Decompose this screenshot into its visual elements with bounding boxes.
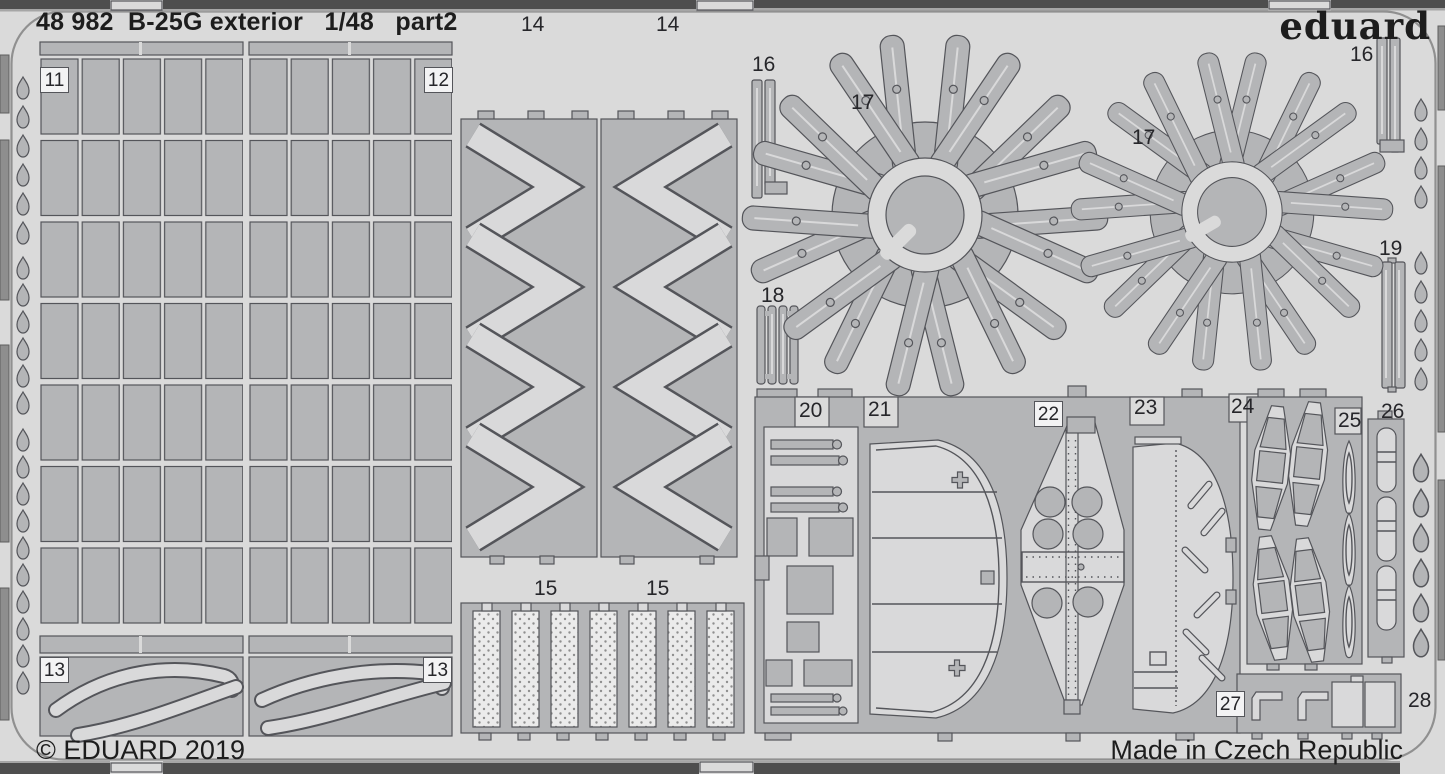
part-label-15-6: 15 <box>534 577 558 600</box>
part-17-harness-right <box>1067 47 1397 372</box>
part-label-19-13: 19 <box>1379 237 1403 260</box>
left-edge-strip <box>0 54 10 721</box>
bottom-edge-bar <box>0 761 1400 774</box>
sheet-title: 48 982 B-25G exterior 1/48 part2 <box>36 8 458 36</box>
part-label-14-5: 14 <box>656 13 680 36</box>
part-14-columns <box>460 110 738 565</box>
part-13-right <box>248 656 453 737</box>
part-11-grid <box>39 41 244 654</box>
panel-24-25 <box>1246 388 1363 671</box>
part-13-left <box>39 656 244 743</box>
part-label-13-2: 13 <box>40 657 69 683</box>
part-21-cowl <box>869 439 1008 719</box>
made-in-text: Made in Czech Republic <box>1110 735 1403 765</box>
part-16-right <box>1376 37 1405 153</box>
right-edge-strip <box>1437 25 1445 661</box>
part-label-11-0: 11 <box>40 67 69 93</box>
part-label-17-10: 17 <box>851 91 875 114</box>
part-17-harness-left <box>738 33 1112 402</box>
part-label-16-9: 16 <box>1350 43 1374 66</box>
sheet-border <box>10 10 1437 761</box>
part-label-21-15: 21 <box>868 398 892 421</box>
part-label-23-17: 23 <box>1134 396 1158 419</box>
part-label-16-8: 16 <box>752 53 776 76</box>
brand-logo: eduard <box>1279 4 1431 48</box>
part-label-20-14: 20 <box>799 399 823 422</box>
part-label-14-4: 14 <box>521 13 545 36</box>
part-22-spine <box>1020 416 1125 715</box>
copyright-text: © EDUARD 2019 <box>36 735 245 765</box>
part-label-12-1: 12 <box>424 67 453 93</box>
panel-26 <box>1367 410 1405 664</box>
part-23-cowl <box>1132 436 1237 714</box>
part-19-strips <box>1381 257 1406 393</box>
part-label-22-16: 22 <box>1034 401 1063 427</box>
top-edge-bar <box>0 0 1445 12</box>
part-label-25-19: 25 <box>1338 409 1362 432</box>
part-label-18-12: 18 <box>761 284 785 307</box>
panel-27-28 <box>1236 673 1402 740</box>
part-20-panel <box>754 426 859 724</box>
part-label-28-22: 28 <box>1408 689 1432 712</box>
part-18-strips <box>756 305 799 385</box>
part-label-24-18: 24 <box>1231 395 1255 418</box>
part-15-frame <box>460 602 745 741</box>
part-label-27-21: 27 <box>1216 691 1245 717</box>
part-label-15-7: 15 <box>646 577 670 600</box>
part-label-26-20: 26 <box>1381 400 1405 423</box>
part-12-grid <box>248 41 453 654</box>
part-label-17-11: 17 <box>1132 126 1156 149</box>
part-label-13-3: 13 <box>423 657 452 683</box>
